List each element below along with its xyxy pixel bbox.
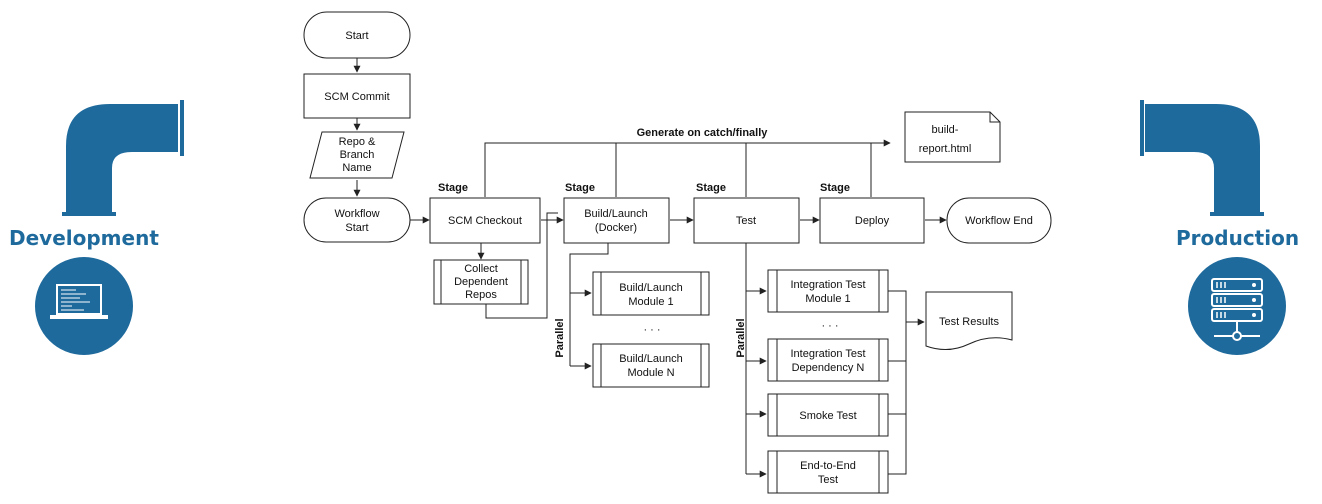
- start-node: Start: [303, 11, 411, 59]
- build-ellipsis: · · ·: [643, 324, 660, 336]
- svg-text:Build/Launch: Build/Launch: [619, 353, 683, 365]
- build-launch-node: Build/Launch (Docker): [563, 197, 670, 244]
- svg-text:Build/Launch: Build/Launch: [584, 208, 648, 220]
- build-module-n-node: Build/Launch Module N: [592, 343, 710, 388]
- svg-text:Smoke Test: Smoke Test: [799, 410, 856, 422]
- smoke-test-node: Smoke Test: [767, 393, 889, 437]
- test-node: Test: [693, 197, 800, 244]
- production-pipe-foot: [1210, 212, 1264, 216]
- svg-text:Workflow End: Workflow End: [965, 215, 1033, 227]
- test-ellipsis: · · ·: [821, 320, 838, 332]
- build-module-1-node: Build/Launch Module 1: [592, 271, 710, 316]
- svg-text:Start: Start: [345, 30, 368, 42]
- svg-text:Branch: Branch: [340, 149, 375, 161]
- stage-label-build: Stage: [565, 182, 595, 194]
- parallel-label-test: Parallel: [735, 318, 747, 357]
- svg-text:Workflow: Workflow: [334, 208, 379, 220]
- scm-commit-node: SCM Commit: [303, 73, 411, 119]
- production-pipe-flange: [1140, 100, 1144, 156]
- svg-text:Test: Test: [818, 474, 838, 486]
- integration-module-1-node: Integration Test Module 1: [767, 269, 889, 313]
- stage-label-test: Stage: [696, 182, 726, 194]
- svg-text:Integration Test: Integration Test: [790, 279, 865, 291]
- svg-text:Test Results: Test Results: [939, 316, 999, 328]
- svg-text:Module N: Module N: [627, 367, 674, 379]
- svg-text:Dependent: Dependent: [454, 276, 508, 288]
- svg-text:Start: Start: [345, 222, 368, 234]
- test-results-node: Test Results: [925, 291, 1013, 350]
- repo-branch-node: Repo & Branch Name: [309, 131, 405, 179]
- production-label: Production: [1176, 226, 1300, 250]
- development-pipe-flange: [180, 100, 184, 156]
- svg-text:Name: Name: [342, 162, 371, 174]
- development-pipe-foot: [62, 212, 116, 216]
- development-pipe: [66, 104, 178, 213]
- workflow-end-node: Workflow End: [946, 197, 1052, 244]
- svg-text:Dependency N: Dependency N: [792, 362, 865, 374]
- svg-text:Test: Test: [736, 215, 756, 227]
- scm-checkout-node: SCM Checkout: [429, 197, 541, 244]
- svg-text:Deploy: Deploy: [855, 215, 890, 227]
- development-label: Development: [9, 226, 159, 250]
- svg-text:report.html: report.html: [919, 143, 972, 155]
- parallel-label-build: Parallel: [554, 318, 566, 357]
- svg-text:Repo &: Repo &: [339, 136, 376, 148]
- generate-label: Generate on catch/finally: [637, 127, 769, 139]
- svg-text:(Docker): (Docker): [595, 222, 637, 234]
- svg-text:Collect: Collect: [464, 263, 498, 275]
- stage-label-deploy: Stage: [820, 182, 850, 194]
- svg-text:Integration Test: Integration Test: [790, 348, 865, 360]
- svg-text:End-to-End: End-to-End: [800, 460, 856, 472]
- collect-repos-node: Collect Dependent Repos: [433, 259, 529, 305]
- svg-text:SCM Checkout: SCM Checkout: [448, 215, 522, 227]
- svg-text:SCM Commit: SCM Commit: [324, 91, 389, 103]
- e2e-test-node: End-to-End Test: [767, 450, 889, 494]
- svg-text:build-: build-: [932, 124, 959, 136]
- workflow-start-node: Workflow Start: [303, 197, 411, 243]
- production-pipe: [1145, 104, 1260, 213]
- integration-dependency-n-node: Integration Test Dependency N: [767, 338, 889, 382]
- stage-label-checkout: Stage: [438, 182, 468, 194]
- svg-text:Build/Launch: Build/Launch: [619, 282, 683, 294]
- laptop-icon: [35, 257, 133, 355]
- flow-edges: [353, 58, 947, 478]
- deploy-node: Deploy: [819, 197, 925, 244]
- server-icon: [1188, 257, 1286, 355]
- svg-text:Module 1: Module 1: [805, 293, 850, 305]
- svg-text:Repos: Repos: [465, 289, 497, 301]
- build-report-node: build- report.html: [904, 111, 1001, 163]
- svg-text:Module 1: Module 1: [628, 296, 673, 308]
